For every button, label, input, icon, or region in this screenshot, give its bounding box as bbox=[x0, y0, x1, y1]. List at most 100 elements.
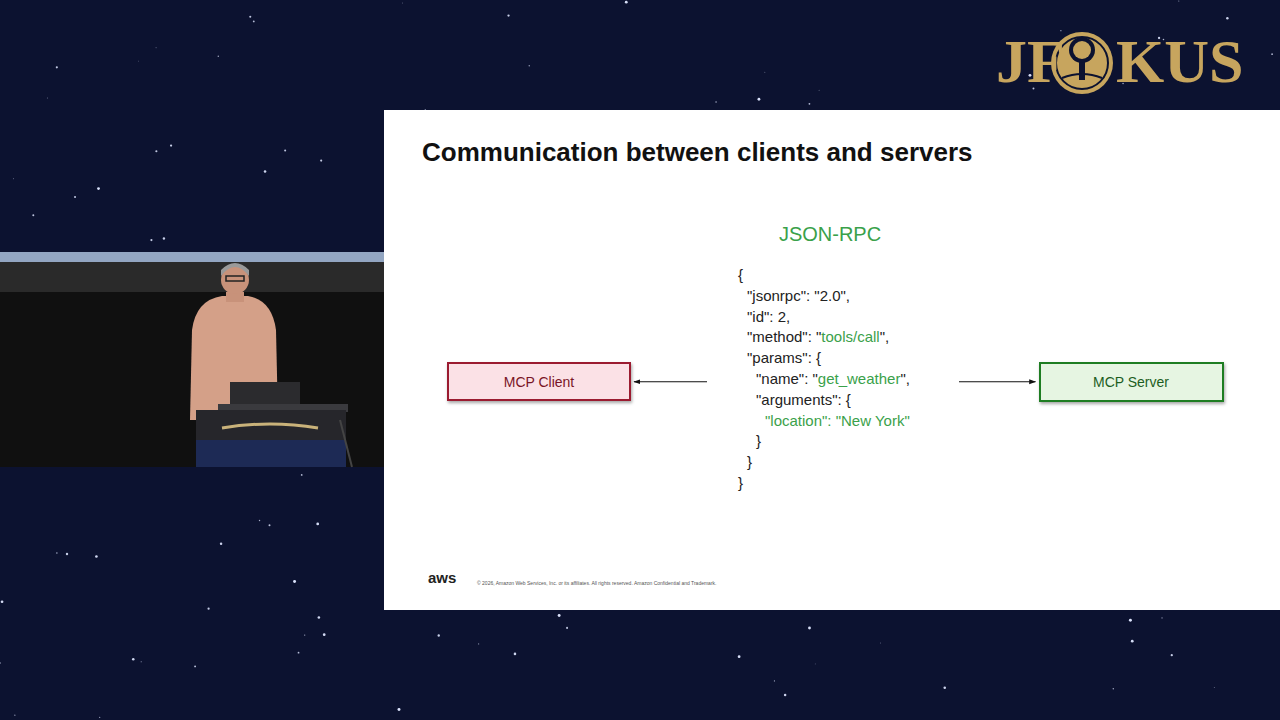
code-token: ", bbox=[900, 370, 910, 387]
star bbox=[304, 634, 305, 635]
star bbox=[1226, 17, 1228, 19]
star bbox=[32, 214, 34, 216]
json-code-line: "method": "tools/call", bbox=[747, 327, 889, 346]
star bbox=[298, 652, 300, 654]
star bbox=[99, 717, 100, 718]
star bbox=[56, 66, 58, 68]
star bbox=[774, 680, 775, 681]
star bbox=[170, 144, 172, 146]
star bbox=[323, 633, 326, 636]
star bbox=[402, 2, 404, 4]
node-label: MCP Client bbox=[504, 374, 575, 390]
podium-emblem bbox=[222, 424, 318, 428]
star bbox=[12, 178, 14, 180]
stage-back bbox=[0, 292, 384, 467]
star bbox=[514, 653, 517, 656]
star bbox=[316, 523, 319, 526]
star bbox=[398, 708, 401, 711]
star bbox=[264, 170, 267, 173]
star bbox=[808, 627, 811, 630]
star bbox=[155, 47, 157, 49]
star bbox=[163, 237, 165, 239]
client-box: MCP Client bbox=[447, 362, 631, 401]
json-code-line: { bbox=[738, 265, 743, 284]
arrow-segment bbox=[959, 381, 1036, 382]
star bbox=[715, 101, 717, 103]
star bbox=[758, 98, 761, 101]
laptop bbox=[230, 382, 300, 406]
star bbox=[438, 634, 440, 636]
star bbox=[1213, 686, 1215, 688]
star bbox=[253, 21, 255, 23]
star bbox=[764, 71, 766, 73]
protocol-heading: JSON-RPC bbox=[779, 222, 881, 247]
server-box: MCP Server bbox=[1039, 362, 1224, 402]
json-code-line: } bbox=[738, 473, 743, 492]
code-token: "name": " bbox=[756, 370, 818, 387]
star bbox=[1131, 640, 1134, 643]
star bbox=[1171, 654, 1173, 656]
json-code-line: "params": { bbox=[747, 348, 821, 367]
star bbox=[56, 552, 58, 554]
star bbox=[478, 643, 479, 644]
star bbox=[66, 553, 68, 555]
code-token: "method": " bbox=[747, 328, 821, 345]
logo-text: JF bbox=[996, 22, 1065, 100]
star bbox=[625, 1, 628, 4]
star bbox=[74, 196, 76, 198]
star bbox=[132, 658, 135, 661]
star bbox=[194, 665, 196, 667]
stage-light-band bbox=[0, 252, 384, 262]
star bbox=[207, 608, 209, 610]
star bbox=[880, 642, 882, 644]
star bbox=[269, 524, 271, 526]
json-code-line: } bbox=[756, 431, 761, 450]
arrow-segment bbox=[634, 381, 707, 382]
slide-title: Communication between clients and server… bbox=[422, 137, 973, 168]
star bbox=[943, 686, 946, 689]
star bbox=[155, 150, 157, 152]
code-token: ", bbox=[880, 328, 890, 345]
star bbox=[1178, 0, 1179, 1]
star bbox=[150, 239, 152, 241]
star bbox=[293, 580, 296, 583]
logo-text: KUS bbox=[1116, 22, 1243, 100]
speaker-glasses bbox=[226, 276, 244, 281]
json-code-line: "jsonrpc": "2.0", bbox=[747, 286, 850, 305]
star bbox=[738, 655, 741, 658]
star bbox=[1161, 617, 1162, 618]
star bbox=[1129, 619, 1132, 622]
star bbox=[566, 627, 568, 629]
json-code-line: "arguments": { bbox=[756, 390, 851, 409]
star bbox=[318, 616, 321, 619]
star bbox=[507, 14, 509, 16]
code-token: tools/call bbox=[821, 328, 879, 345]
aws-logo: aws bbox=[428, 568, 456, 587]
stage-wall bbox=[0, 262, 384, 292]
star bbox=[0, 662, 1, 663]
star bbox=[95, 555, 98, 558]
star bbox=[14, 715, 15, 716]
star bbox=[284, 149, 286, 151]
star bbox=[138, 60, 140, 62]
star bbox=[818, 89, 820, 91]
json-code-line: } bbox=[747, 452, 752, 471]
star bbox=[1271, 53, 1273, 55]
star bbox=[320, 160, 322, 162]
star bbox=[1113, 688, 1114, 689]
json-code-line: "name": "get_weather", bbox=[756, 369, 910, 388]
json-code-line: "location": "New York" bbox=[765, 411, 910, 430]
star bbox=[46, 97, 48, 99]
video-frame bbox=[0, 252, 384, 467]
json-code-line: "id": 2, bbox=[747, 307, 790, 326]
speaker-hair bbox=[221, 263, 249, 276]
slide-background bbox=[384, 110, 1280, 610]
star bbox=[301, 474, 303, 476]
star bbox=[814, 663, 816, 665]
star bbox=[809, 103, 811, 105]
star bbox=[218, 56, 219, 57]
star bbox=[97, 187, 100, 190]
node-label: MCP Server bbox=[1093, 374, 1169, 390]
